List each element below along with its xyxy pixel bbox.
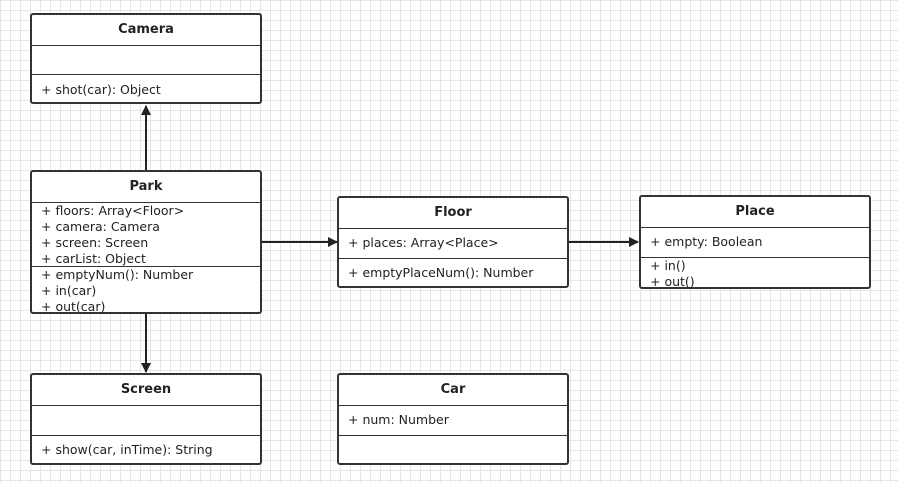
- attributes-section: + places: Array<Place>: [339, 229, 567, 259]
- attribute: + carList: Object: [41, 251, 146, 266]
- class-car[interactable]: Car + num: Number: [337, 373, 569, 465]
- class-name: Car: [339, 375, 567, 406]
- class-place[interactable]: Place + empty: Boolean + in() + out(): [639, 195, 871, 289]
- method: + in(car): [41, 283, 97, 298]
- attribute: + screen: Screen: [41, 235, 149, 250]
- methods-section: + in() + out(): [641, 258, 869, 290]
- method: + out(car): [41, 299, 106, 314]
- attribute: + camera: Camera: [41, 219, 160, 234]
- class-name: Screen: [32, 375, 260, 406]
- method: + show(car, inTime): String: [41, 442, 213, 457]
- methods-section: + emptyPlaceNum(): Number: [339, 259, 567, 281]
- attribute: + empty: Boolean: [650, 234, 763, 249]
- attribute: + places: Array<Place>: [348, 235, 499, 250]
- class-name: Place: [641, 197, 869, 228]
- attributes-section: + num: Number: [339, 406, 567, 436]
- method: + emptyNum(): Number: [41, 267, 194, 282]
- attribute: + num: Number: [348, 412, 449, 427]
- attributes-section: [32, 46, 260, 75]
- class-camera[interactable]: Camera + shot(car): Object: [30, 13, 262, 104]
- class-park[interactable]: Park + floors: Array<Floor> + camera: Ca…: [30, 170, 262, 314]
- methods-section: + shot(car): Object: [32, 75, 260, 98]
- attributes-section: + empty: Boolean: [641, 228, 869, 258]
- class-name: Camera: [32, 15, 260, 46]
- class-floor[interactable]: Floor + places: Array<Place> + emptyPlac…: [337, 196, 569, 288]
- attributes-section: + floors: Array<Floor> + camera: Camera …: [32, 203, 260, 267]
- attribute: + floors: Array<Floor>: [41, 203, 185, 218]
- method: + shot(car): Object: [41, 82, 161, 97]
- method: + out(): [650, 274, 695, 289]
- methods-section: + emptyNum(): Number + in(car) + out(car…: [32, 267, 260, 315]
- class-name: Floor: [339, 198, 567, 229]
- class-screen[interactable]: Screen + show(car, inTime): String: [30, 373, 262, 465]
- method: + in(): [650, 258, 686, 273]
- attributes-section: [32, 406, 260, 436]
- class-name: Park: [32, 172, 260, 203]
- method: + emptyPlaceNum(): Number: [348, 265, 534, 280]
- methods-section: + show(car, inTime): String: [32, 436, 260, 458]
